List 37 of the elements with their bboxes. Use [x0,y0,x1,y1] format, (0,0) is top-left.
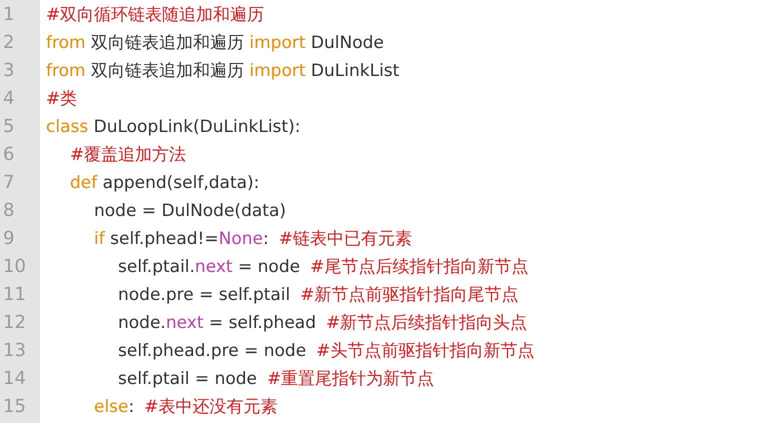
line-number: 3 [3,59,14,83]
line-number: 15 [3,395,26,419]
line-number: 7 [3,171,14,195]
line-number: 9 [3,227,14,251]
code-comment: #头节点前驱指针指向新节点 [316,340,534,363]
code-line: node.next = self.phead [118,312,316,335]
code-line: node = DulNode(data) [94,200,286,223]
code-line: if self.phead!=None: [94,228,269,251]
code-line: def append(self,data): [70,172,260,195]
line-number: 8 [3,199,14,223]
line-number: 5 [3,115,14,139]
line-number: 2 [3,31,14,55]
code-line: from 双向链表追加和遍历 import DulNode [46,32,384,55]
line-number: 1 [3,3,14,27]
code-comment: #重置尾指针为新节点 [267,368,434,391]
code-comment: #类 [46,88,78,111]
code-line: self.phead.pre = node [118,340,306,363]
line-number: 13 [3,339,26,363]
line-number: 11 [3,283,26,307]
code-comment: #新节点前驱指针指向尾节点 [300,284,519,307]
line-number: 4 [3,87,14,111]
code-comment: #表中还没有元素 [144,396,278,419]
code-line: self.ptail = node [118,368,257,391]
code-comment: #尾节点后续指针指向新节点 [310,256,528,279]
line-number: 6 [3,143,14,167]
code-line: node.pre = self.ptail [118,284,290,307]
code-comment: #覆盖追加方法 [70,144,186,167]
line-number: 10 [3,255,26,279]
code-line: from 双向链表追加和遍历 import DuLinkList [46,60,400,83]
code-line: else: [94,396,134,419]
code-comment: #链表中已有元素 [278,228,412,251]
code-line: class DuLoopLink(DuLinkList): [46,116,300,139]
code-comment: #新节点后续指针指向头点 [326,312,528,335]
line-number: 14 [3,367,26,391]
code-comment: #双向循环链表随追加和遍历 [46,4,264,27]
line-number: 12 [3,311,26,335]
code-line: self.ptail.next = node [118,256,300,279]
